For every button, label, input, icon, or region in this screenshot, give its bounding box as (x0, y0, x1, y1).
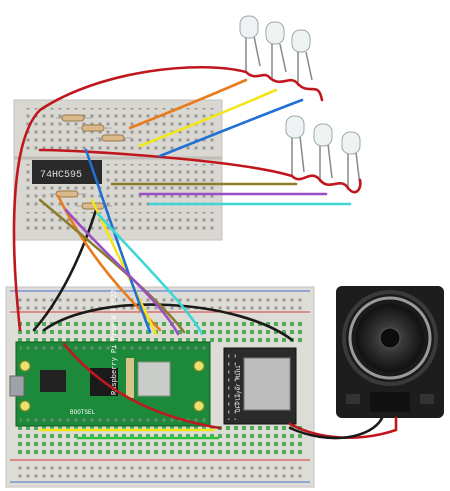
wire-black (32, 208, 98, 332)
led-group-top (239, 15, 313, 86)
led-icon (285, 115, 305, 176)
resistor-icon (76, 124, 112, 132)
top-breadboard (13, 99, 223, 241)
resistor-icon (96, 134, 132, 142)
wires (12, 65, 398, 440)
wire-red (62, 342, 222, 430)
wire-red (38, 148, 362, 194)
wire-blue (158, 98, 304, 158)
wire-black (42, 303, 294, 342)
wire-yellow (138, 88, 278, 148)
led-icon (265, 21, 287, 80)
shift-register-chip: 74HC595 (32, 160, 102, 184)
led-icon (291, 29, 313, 86)
bootsel-label: BOOTSEL (70, 409, 96, 416)
pico-label: Raspberry Pi Pico W ©2022 (110, 290, 119, 395)
wire-cyan (96, 212, 204, 336)
wire-blue (84, 148, 152, 334)
shift-register-label: 74HC595 (40, 170, 82, 181)
wire-orange (128, 78, 248, 130)
led-icon (341, 131, 361, 190)
dfplayer-module: DFPlayer Mini (223, 347, 297, 425)
wire-purple (64, 208, 180, 336)
wire-black (288, 416, 384, 440)
speaker-icon (336, 286, 444, 418)
pico-board: BOOTSEL Raspberry Pi Pico W ©2022 (9, 290, 211, 427)
resistor-icon (56, 114, 92, 122)
led-icon (313, 123, 333, 182)
dfplayer-label: DFPlayer Mini (235, 365, 242, 412)
resistors (50, 114, 132, 210)
wire-red (12, 65, 324, 332)
led-icon (239, 15, 261, 72)
led-group-bottom (285, 115, 361, 190)
resistor-icon (50, 190, 86, 198)
